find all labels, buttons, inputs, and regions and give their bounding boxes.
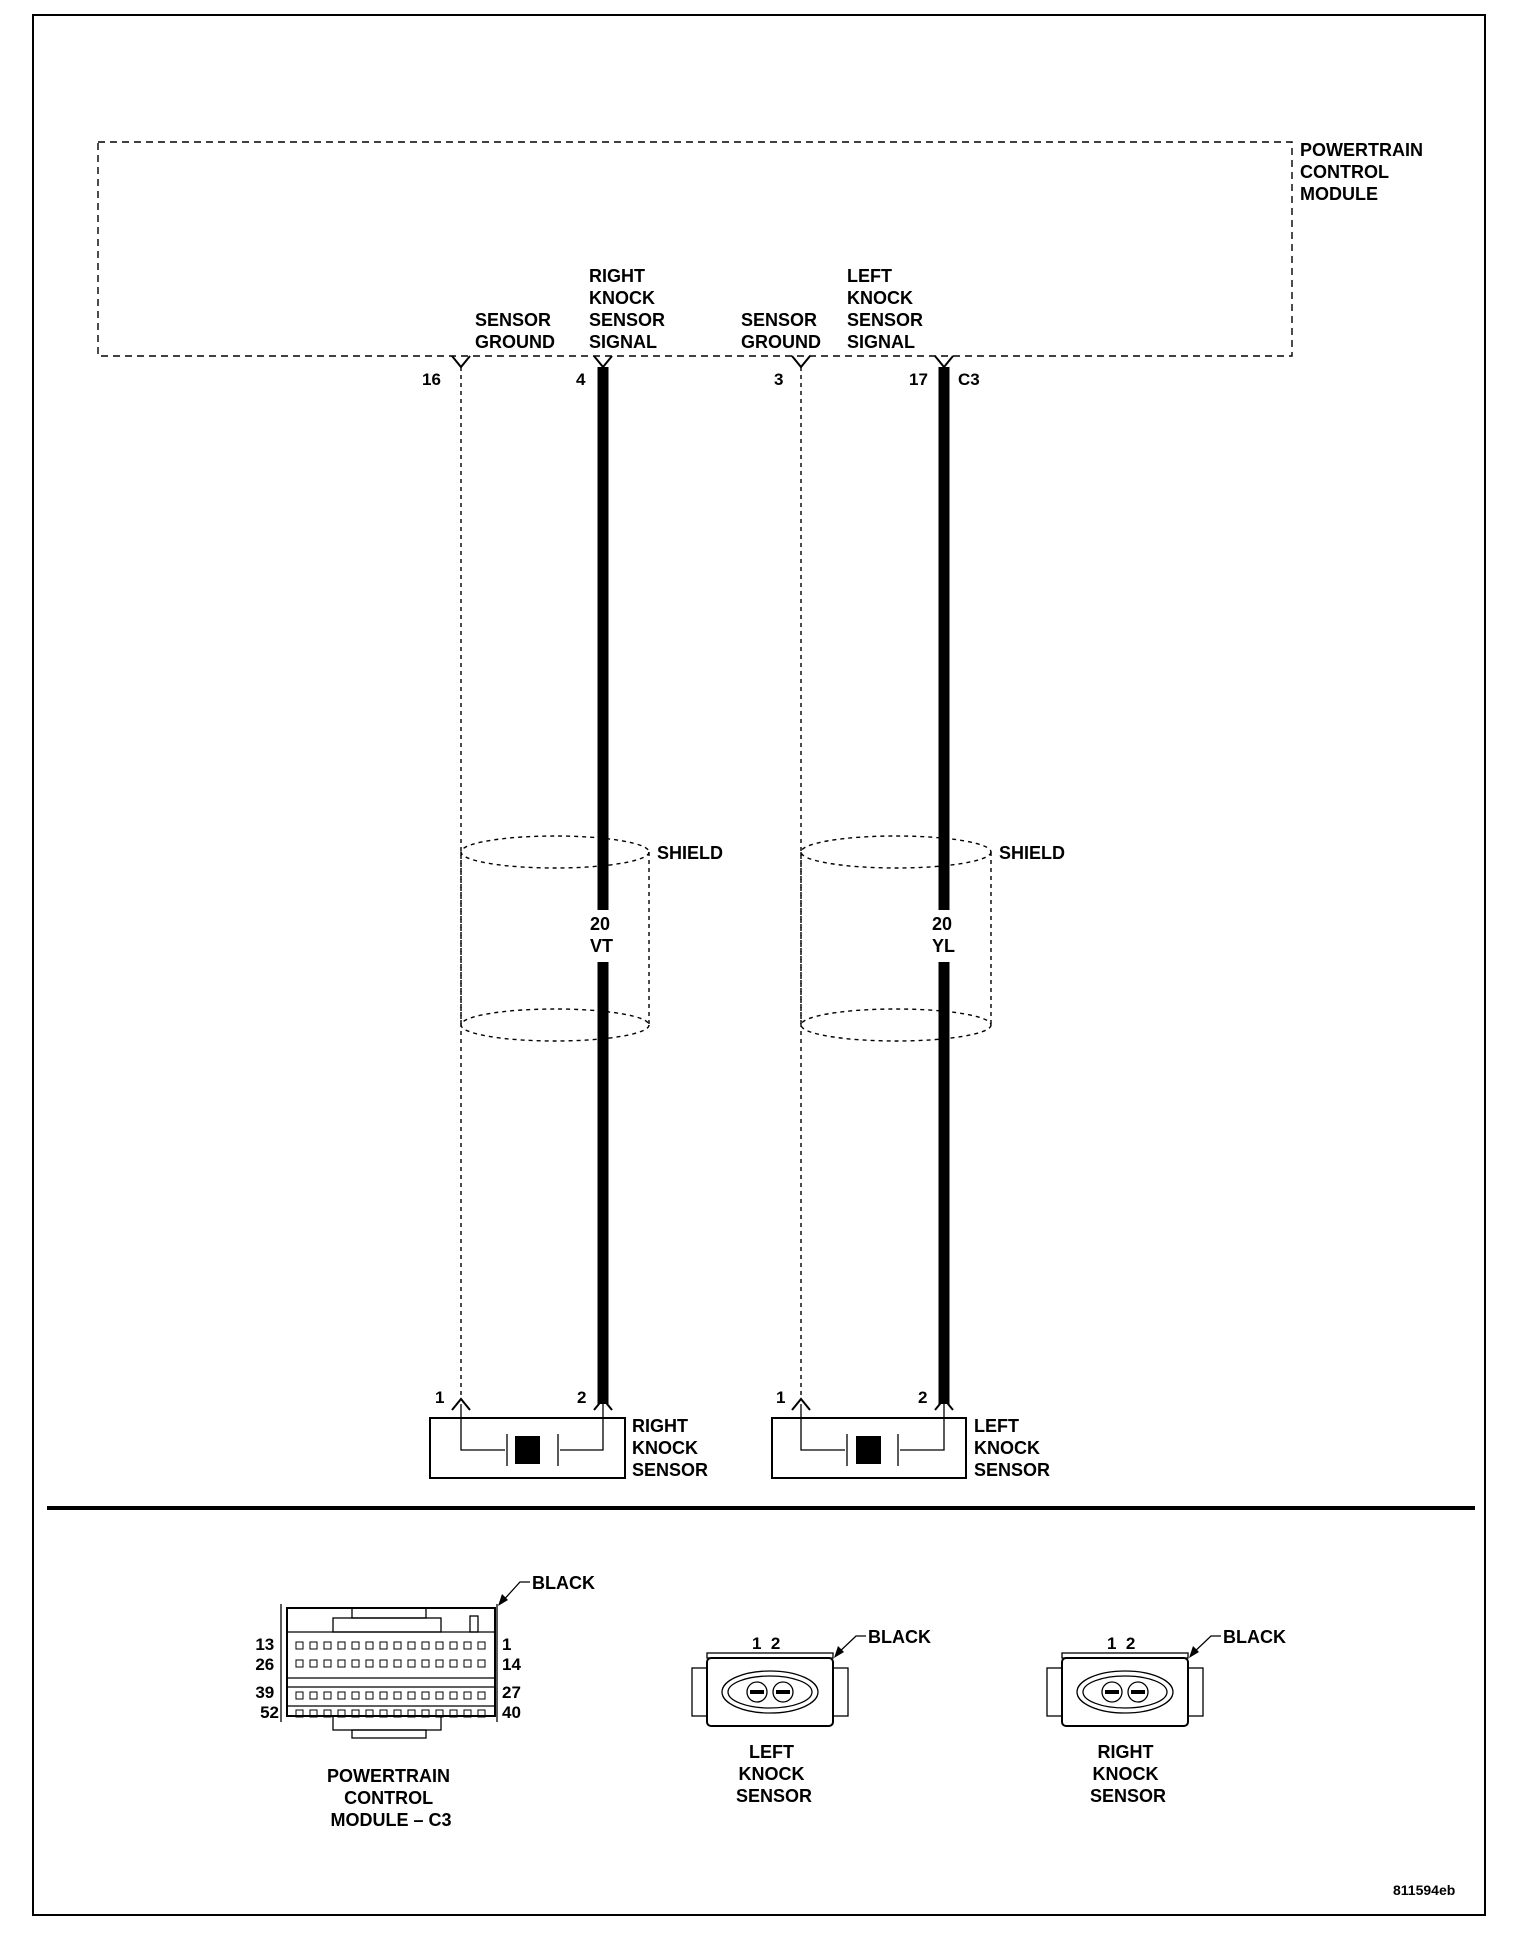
pcm-view-left-pins: 13 26 39 52	[255, 1635, 279, 1722]
pcm-pin-4: 4	[576, 370, 586, 389]
left-knock-view-arrow-icon	[834, 1646, 844, 1658]
pcm-connector-id: C3	[958, 370, 980, 389]
right-sensor-pin-1: 1	[435, 1388, 444, 1407]
figure-id: 811594eb	[1393, 1882, 1455, 1898]
pcm-pin-3: 3	[774, 370, 783, 389]
pcm-terminal-16	[451, 355, 471, 369]
right-shield	[460, 835, 650, 1042]
pcm-cavity-row-1	[295, 1641, 486, 1650]
pcm-pin-17: 17	[909, 370, 928, 389]
right-knock-view-leader	[1190, 1635, 1221, 1656]
right-knock-sensor	[429, 1397, 626, 1479]
right-wire-color: VT	[590, 936, 613, 956]
left-knock-view-leader	[835, 1635, 866, 1656]
pcm-title: POWERTRAIN CONTROL MODULE	[1300, 140, 1428, 204]
right-sensor-pin-2: 2	[577, 1388, 586, 1407]
left-knock-view-caption: LEFT KNOCK SENSOR	[736, 1742, 812, 1806]
pcm-view-color: BLACK	[532, 1573, 595, 1593]
left-knock-sensor	[771, 1397, 967, 1479]
right-knock-view-arrow-icon	[1189, 1646, 1199, 1658]
right-knock-connector-view	[1046, 1652, 1204, 1727]
pcm-cavity-row-3	[295, 1691, 486, 1700]
pcm-cavity-row-2	[295, 1659, 486, 1668]
pcm-view-leader	[499, 1581, 530, 1605]
circuit-label-sensor-ground-1: SENSOR GROUND	[475, 310, 556, 352]
right-shield-label: SHIELD	[657, 843, 723, 863]
pcm-pin-16: 16	[422, 370, 441, 389]
pcm-box	[97, 141, 1293, 357]
left-knock-connector-view	[691, 1652, 849, 1727]
right-knock-view-color: BLACK	[1223, 1627, 1286, 1647]
pcm-terminal-4	[593, 355, 613, 369]
left-shield	[800, 835, 992, 1042]
left-knock-view-pins: 1 2	[752, 1634, 780, 1653]
left-sensor-pin-2: 2	[918, 1388, 927, 1407]
right-knock-view-caption: RIGHT KNOCK SENSOR	[1090, 1742, 1166, 1806]
left-wire-gauge: 20	[932, 914, 952, 934]
pcm-terminal-3	[791, 355, 811, 369]
left-sensor-pin-1: 1	[776, 1388, 785, 1407]
left-wire-color: YL	[932, 936, 955, 956]
circuit-label-left-knock-signal: LEFT KNOCK SENSOR SIGNAL	[847, 266, 928, 352]
circuit-label-sensor-ground-2: SENSOR GROUND	[741, 310, 822, 352]
pcm-view-right-pins: 1 14 27 40	[502, 1635, 526, 1722]
right-knock-view-pins: 1 2	[1107, 1634, 1135, 1653]
pcm-terminal-17	[934, 355, 954, 369]
circuit-label-right-knock-signal: RIGHT KNOCK SENSOR SIGNAL	[589, 266, 670, 352]
page-border	[32, 14, 1486, 1916]
left-shield-label: SHIELD	[999, 843, 1065, 863]
left-knock-view-color: BLACK	[868, 1627, 931, 1647]
right-wire-gauge: 20	[590, 914, 610, 934]
pcm-c3-connector-view	[280, 1604, 498, 1739]
pcm-view-arrow-icon	[498, 1594, 508, 1606]
left-sensor-name: LEFT KNOCK SENSOR	[974, 1416, 1050, 1480]
right-sensor-name: RIGHT KNOCK SENSOR	[632, 1416, 708, 1480]
pcm-view-caption: POWERTRAIN CONTROL MODULE – C3	[327, 1766, 455, 1830]
